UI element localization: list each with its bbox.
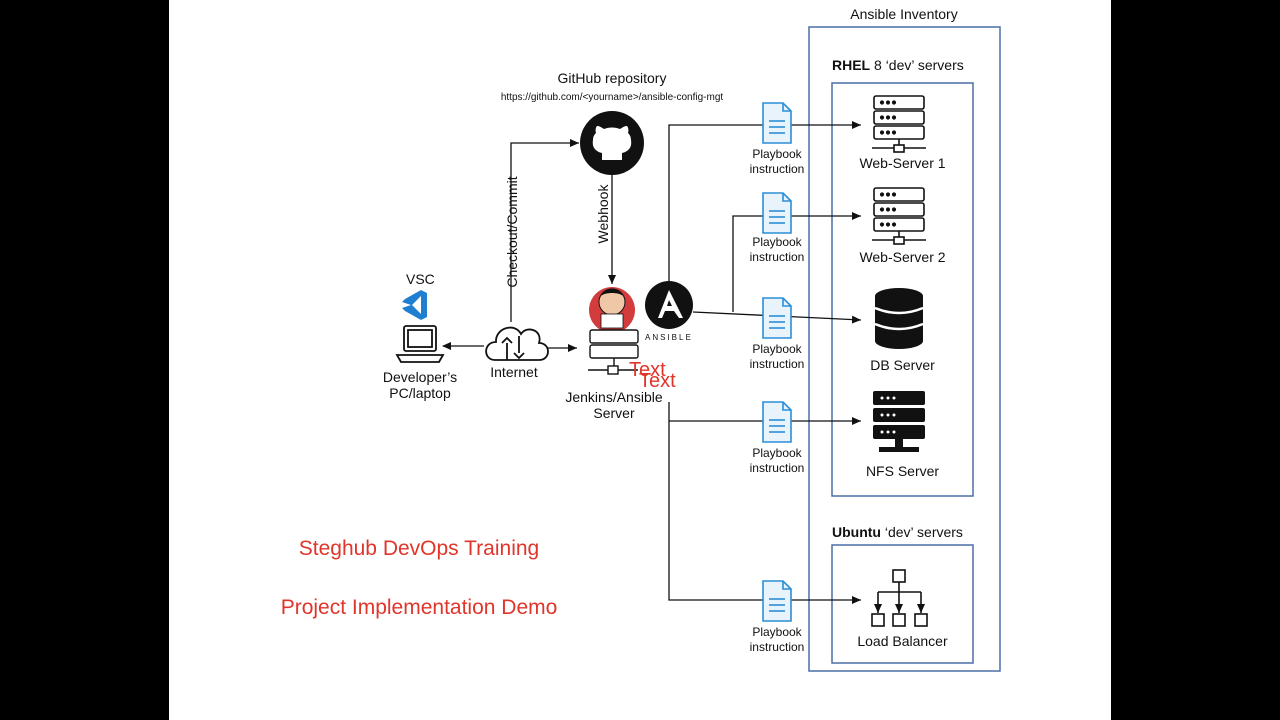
rhel-title-rest: 8 ‘dev’ servers — [870, 57, 964, 73]
inventory-title: Ansible Inventory — [850, 6, 958, 22]
playbook-1-line2: instruction — [749, 162, 805, 176]
ansible-logo-icon — [645, 281, 693, 329]
jenkins-icon — [589, 287, 635, 333]
playbook-4-line1: Playbook — [752, 446, 802, 460]
github-icon — [580, 111, 644, 175]
vsc-label: VSC — [406, 271, 435, 287]
ansible-web2-arrow — [732, 212, 861, 312]
overlay-text-1: Text — [629, 359, 666, 381]
caption-training: Steghub DevOps Training — [298, 537, 540, 560]
playbook-doc-icon-1 — [762, 102, 792, 144]
ansible-logo-text: ANSIBLE — [645, 333, 693, 342]
nfs-server-icon — [873, 391, 925, 452]
playbook-3-line2: instruction — [749, 357, 805, 371]
github-title: GitHub repository — [557, 70, 667, 86]
jenkins-line1: Jenkins/Ansible — [565, 389, 663, 405]
db-server-label: DB Server — [870, 357, 935, 373]
cloud-icon — [485, 326, 549, 361]
playbook-5-line2: instruction — [749, 640, 805, 654]
playbook-doc-icon-3 — [762, 297, 792, 339]
playbook-2-line2: instruction — [749, 250, 805, 264]
ubuntu-title-bold: Ubuntu — [832, 524, 881, 540]
nfs-server-label: NFS Server — [865, 463, 940, 479]
caption-demo: Project Implementation Demo — [280, 596, 558, 619]
github-url: https://github.com/<yourname>/ansible-co… — [500, 92, 724, 103]
load-balancer-icon — [871, 569, 928, 627]
jenkins-server-icon — [588, 329, 639, 375]
playbook-2-line1: Playbook — [752, 235, 802, 249]
ubuntu-group-box — [831, 544, 974, 664]
rhel-group-title: RHEL 8 ‘dev’ servers — [832, 57, 964, 73]
playbook-4-line2: instruction — [749, 461, 805, 475]
commit-github-arrow — [510, 139, 579, 322]
ansible-lb-arrow — [668, 402, 861, 604]
ansible-web1-arrow — [668, 121, 861, 298]
database-icon — [874, 288, 924, 349]
internet-label: Internet — [490, 364, 538, 380]
overlay-text-2: Text — [639, 370, 676, 392]
webhook-label: Webhook — [595, 184, 611, 244]
diagram-svg — [395, 26, 1001, 672]
rhel-title-bold: RHEL — [832, 57, 871, 73]
web-server-1-icon — [872, 95, 926, 153]
rhel-group-box — [831, 82, 974, 497]
inventory-box — [808, 26, 1001, 672]
checkout-commit-label: Checkout/Commit — [504, 176, 520, 288]
playbook-3-line1: Playbook — [752, 342, 802, 356]
developer-line1: Developer’s — [382, 369, 458, 385]
playbook-5-line1: Playbook — [752, 625, 802, 639]
developer-line2: PC/laptop — [389, 385, 451, 401]
web-server-1-label: Web-Server 1 — [859, 155, 946, 171]
web-server-2-icon — [872, 187, 926, 245]
jenkins-line2: Server — [593, 405, 635, 421]
ubuntu-title-rest: ‘dev’ servers — [880, 524, 963, 540]
diagram-canvas: Ansible Inventory RHEL 8 ‘dev’ servers U… — [169, 0, 1111, 720]
ubuntu-group-title: Ubuntu ‘dev’ servers — [832, 524, 963, 540]
playbook-doc-icon-2 — [762, 192, 792, 234]
laptop-icon — [395, 325, 445, 363]
load-balancer-label: Load Balancer — [857, 633, 948, 649]
playbook-doc-icon-4 — [762, 401, 792, 443]
playbook-1-line1: Playbook — [752, 147, 802, 161]
vscode-icon — [402, 290, 427, 320]
web-server-2-label: Web-Server 2 — [859, 249, 946, 265]
playbook-doc-icon-5 — [762, 580, 792, 622]
